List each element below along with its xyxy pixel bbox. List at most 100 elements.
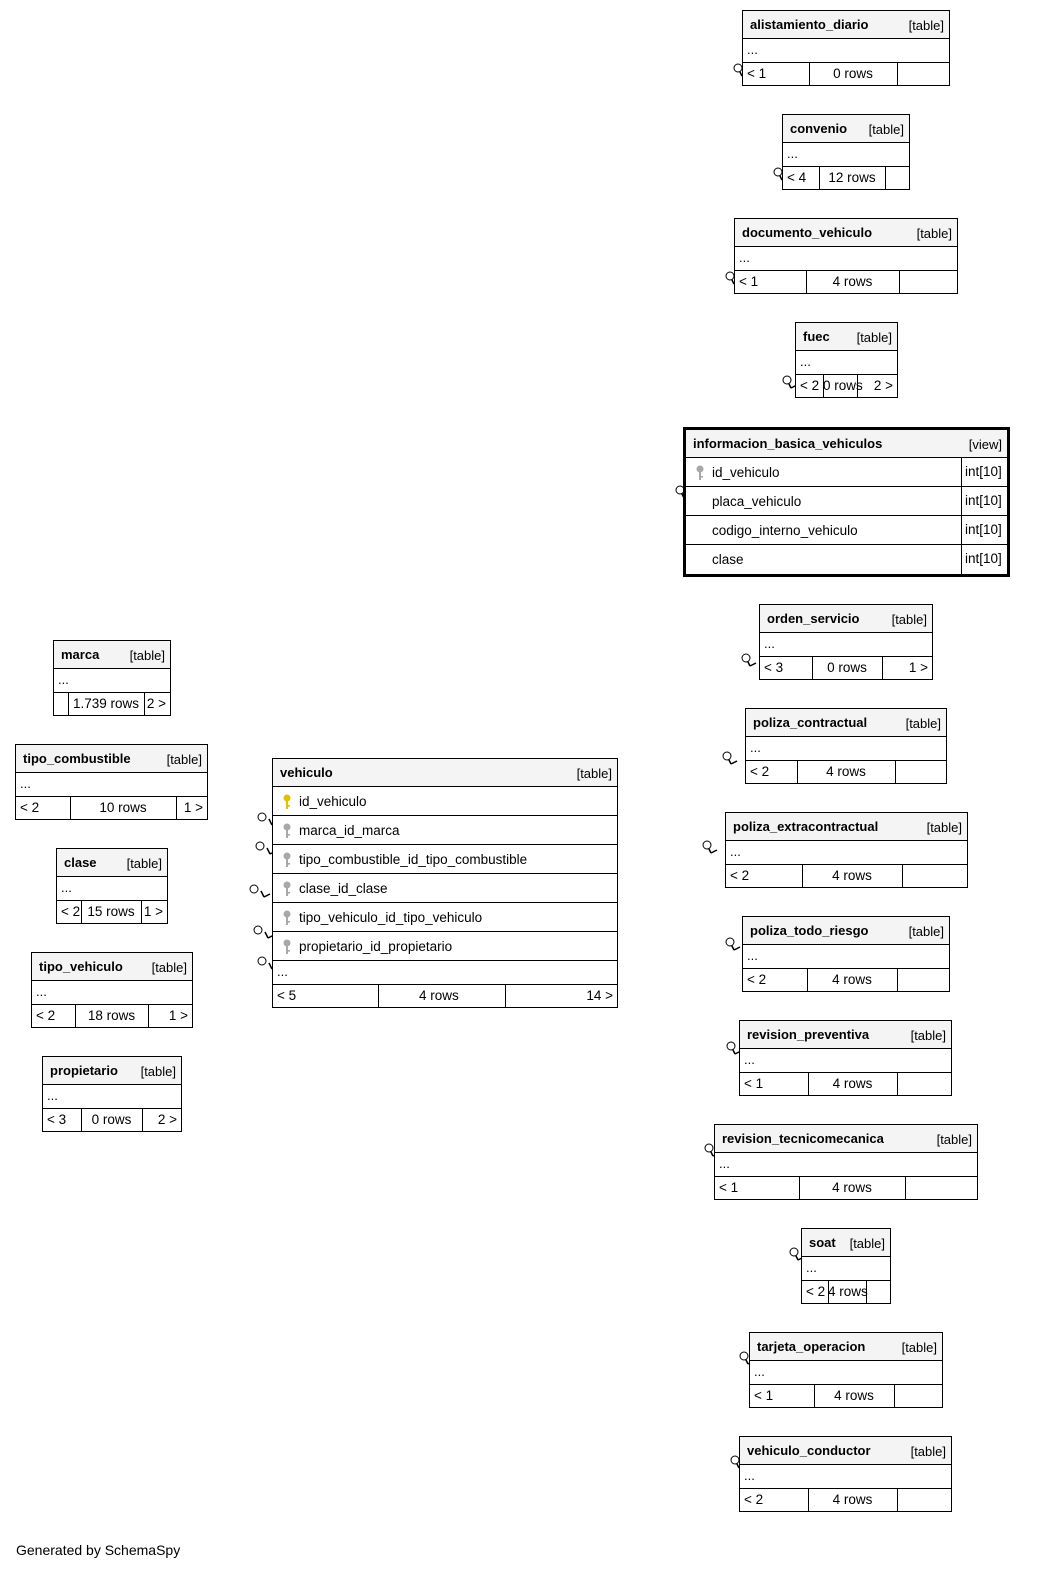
row-count: 1.739 rows bbox=[72, 696, 140, 711]
table-footer: < 2 4 rows bbox=[726, 865, 967, 887]
children-count[interactable]: 1 > bbox=[168, 1008, 188, 1023]
view-informacion-basica-vehiculos[interactable]: informacion_basica_vehiculos [view] id_veh… bbox=[683, 427, 1010, 577]
parents-count[interactable]: < 2 bbox=[20, 800, 40, 815]
parents-count[interactable]: < 2 bbox=[806, 1284, 826, 1299]
ellipsis-row: ... bbox=[726, 841, 967, 865]
relationship-marker bbox=[741, 653, 757, 667]
table-name: vehiculo bbox=[280, 765, 333, 780]
children-count[interactable]: 2 > bbox=[873, 378, 893, 393]
key-icon bbox=[283, 939, 291, 954]
table-header: clase[table] bbox=[57, 849, 167, 877]
column-row[interactable]: tipo_vehiculo_id_tipo_vehiculo bbox=[273, 903, 617, 932]
parents-count[interactable]: < 1 bbox=[754, 1388, 774, 1403]
column-row[interactable]: placa_vehiculo int[10] bbox=[686, 487, 1007, 516]
parents-count[interactable]: < 3 bbox=[764, 660, 784, 675]
children-count[interactable]: 1 > bbox=[143, 904, 163, 919]
column-row[interactable]: clase_id_clase bbox=[273, 874, 617, 903]
ellipsis-row: ... bbox=[57, 877, 167, 901]
parents-count[interactable]: < 5 bbox=[277, 988, 297, 1003]
table-header: convenio[table] bbox=[783, 115, 909, 143]
parents-count[interactable]: < 2 bbox=[747, 972, 767, 987]
parents-count[interactable]: < 1 bbox=[719, 1180, 739, 1195]
parents-count[interactable]: < 3 bbox=[47, 1112, 67, 1127]
column-name: placa_vehiculo bbox=[712, 494, 802, 509]
table-name: propietario bbox=[50, 1063, 118, 1078]
ellipsis-row: ... bbox=[746, 737, 946, 761]
table-type: [view] bbox=[968, 437, 1002, 452]
table-type: [table] bbox=[908, 924, 944, 939]
table-header: vehiculo_conductor [table] bbox=[740, 1437, 951, 1465]
row-count: 0 rows bbox=[833, 66, 873, 81]
table-name: fuec bbox=[803, 329, 830, 344]
column-row[interactable]: propietario_id_propietario bbox=[273, 932, 617, 961]
table-type: [table] bbox=[910, 1444, 946, 1459]
row-count: 4 rows bbox=[826, 764, 866, 779]
parents-count[interactable]: < 1 bbox=[744, 1076, 764, 1091]
parents-count[interactable]: < 4 bbox=[787, 170, 807, 185]
column-row[interactable]: id_vehiculo bbox=[273, 787, 617, 816]
row-count: 4 rows bbox=[832, 868, 872, 883]
table-name: vehiculo_conductor bbox=[747, 1443, 871, 1458]
children-count[interactable]: 1 > bbox=[908, 660, 928, 675]
column-row[interactable]: marca_id_marca bbox=[273, 816, 617, 845]
parents-count[interactable]: < 1 bbox=[747, 66, 767, 81]
parents-count[interactable]: < 2 bbox=[61, 904, 81, 919]
children-count[interactable]: 2 > bbox=[157, 1112, 177, 1127]
table-name: tipo_vehiculo bbox=[39, 959, 123, 974]
table-type: [table] bbox=[905, 716, 941, 731]
table-header: documento_vehiculo[table] bbox=[735, 219, 957, 247]
table-type: [table] bbox=[926, 820, 962, 835]
parents-count[interactable]: < 1 bbox=[739, 274, 759, 289]
table-name: convenio bbox=[790, 121, 848, 136]
column-row[interactable]: tipo_combustible_id_tipo_combustible bbox=[273, 845, 617, 874]
parents-count[interactable]: < 2 bbox=[750, 764, 770, 779]
children-count[interactable]: 14 > bbox=[586, 988, 613, 1003]
ellipsis-row: ... bbox=[16, 773, 207, 797]
table-header: revision_preventiva[table] bbox=[740, 1021, 951, 1049]
table-name: informacion_basica_vehiculos bbox=[693, 436, 883, 451]
parents-count[interactable]: < 2 bbox=[36, 1008, 56, 1023]
row-count: 4 rows bbox=[832, 1180, 872, 1195]
column-name: tipo_vehiculo_id_tipo_vehiculo bbox=[299, 910, 483, 925]
generated-by-note: Generated by SchemaSpy bbox=[16, 1542, 181, 1558]
parents-count[interactable]: < 2 bbox=[744, 1492, 764, 1507]
column-name: codigo_interno_vehiculo bbox=[712, 523, 858, 538]
children-count[interactable]: 1 > bbox=[183, 800, 203, 815]
table-poliza-contractual[interactable]: poliza_contractual [table]... < 2 4 rows bbox=[745, 708, 947, 784]
column-type: int[10] bbox=[961, 487, 1007, 515]
table-type: [table] bbox=[908, 18, 944, 33]
table-name: poliza_contractual bbox=[753, 715, 868, 730]
parents-count[interactable]: < 2 bbox=[800, 378, 820, 393]
ellipsis-row: ... bbox=[54, 669, 170, 693]
ellipsis-row: ... bbox=[743, 945, 949, 969]
children-count[interactable]: 2 > bbox=[146, 696, 166, 711]
parents-count[interactable]: < 2 bbox=[730, 868, 750, 883]
table-header: alistamiento_diario[table] bbox=[743, 11, 949, 39]
row-count: 4 rows bbox=[832, 1076, 873, 1091]
row-count: 0 rows bbox=[823, 378, 863, 393]
